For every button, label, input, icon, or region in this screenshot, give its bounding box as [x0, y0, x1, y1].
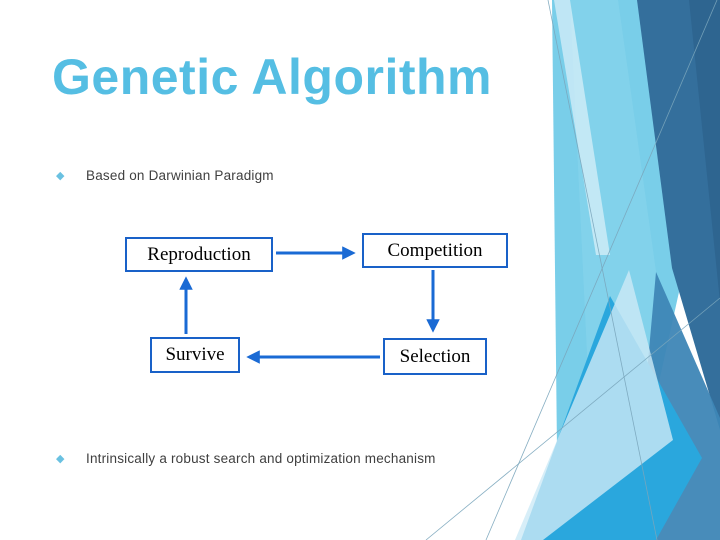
- diagram-node-competition: Competition: [362, 233, 508, 268]
- decor-dark-corner-shape: [689, 0, 720, 302]
- bullet-text: Intrinsically a robust search and optimi…: [86, 451, 436, 466]
- slide-title: Genetic Algorithm: [52, 49, 493, 105]
- bullet-item-1: ◆ Based on Darwinian Paradigm: [56, 168, 274, 183]
- bullet-item-2: ◆ Intrinsically a robust search and opti…: [56, 451, 436, 466]
- diagram-node-survive: Survive: [150, 337, 240, 373]
- bullet-text: Based on Darwinian Paradigm: [86, 168, 274, 183]
- decor-hairline-2: [485, 0, 718, 540]
- diamond-bullet-icon: ◆: [56, 169, 65, 182]
- decor-hairline-3: [425, 297, 720, 540]
- decor-pale-wedge-shape: [515, 270, 673, 540]
- decor-pale-sliver-shape: [554, 0, 610, 255]
- diamond-bullet-icon: ◆: [56, 452, 65, 465]
- decor-dark-steel-shape: [637, 0, 720, 430]
- diagram-node-reproduction: Reproduction: [125, 237, 273, 272]
- decor-hairline-1: [547, 0, 658, 540]
- diagram-node-selection: Selection: [383, 338, 487, 375]
